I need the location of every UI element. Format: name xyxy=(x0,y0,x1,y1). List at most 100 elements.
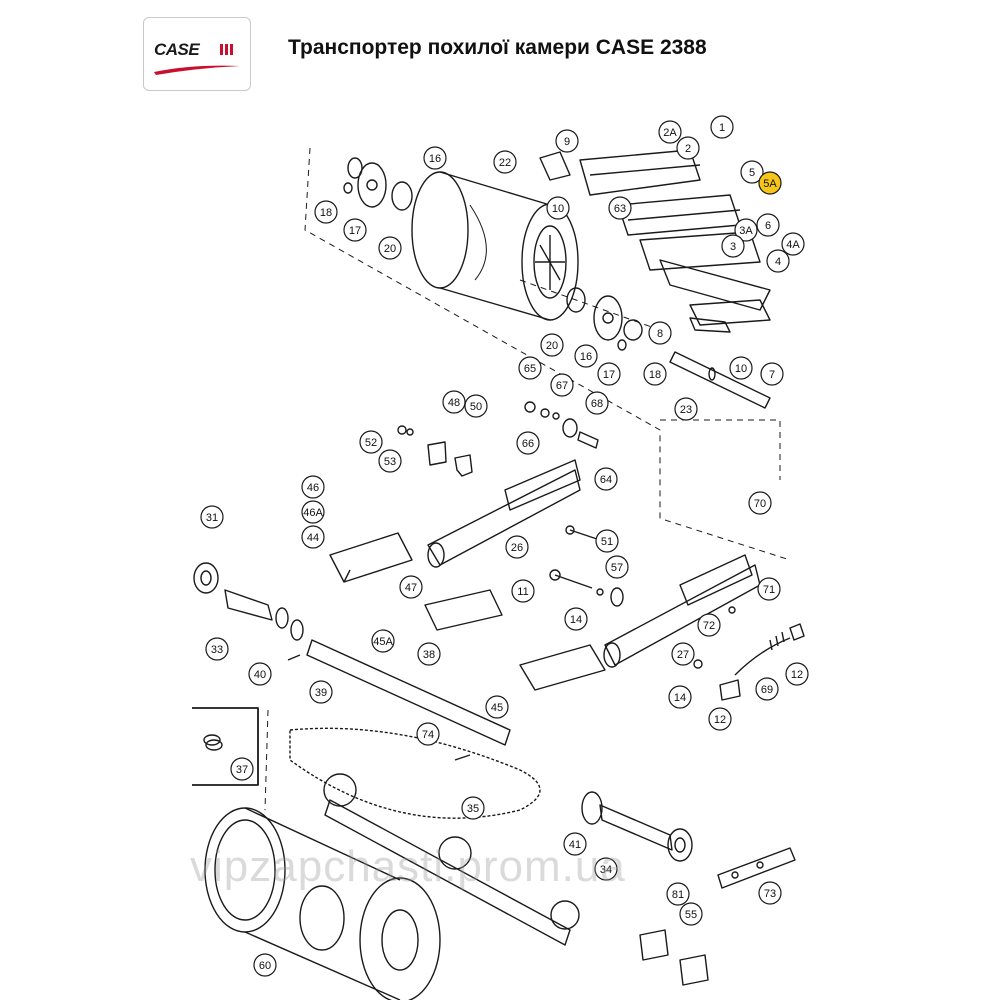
callout-c27: 27 xyxy=(671,642,695,666)
callout-circle xyxy=(710,115,734,139)
callout-circle xyxy=(785,662,809,686)
callout-label: 17 xyxy=(349,225,361,237)
callout-circle xyxy=(756,213,780,237)
callout-circle xyxy=(485,695,509,719)
upper-drum xyxy=(411,171,579,321)
callout-circle xyxy=(378,449,402,473)
callout-label: 38 xyxy=(423,649,435,661)
callout-label: 3 xyxy=(730,241,736,253)
callout-circle xyxy=(740,160,764,184)
callout-c12a: 12 xyxy=(785,662,809,686)
callout-c31: 31 xyxy=(200,505,224,529)
callout-c63: 63 xyxy=(608,196,632,220)
callout-label: 3A xyxy=(739,225,753,237)
callout-label: 18 xyxy=(320,207,332,219)
shaft-35 xyxy=(323,773,580,946)
callout-c2: 2 xyxy=(676,136,700,160)
callout-c3a: 3A xyxy=(734,218,758,242)
callout-label: 8 xyxy=(657,328,663,340)
callout-c81: 81 xyxy=(666,882,690,906)
callout-circle xyxy=(314,200,338,224)
callout-c11: 11 xyxy=(511,579,535,603)
callout-circle xyxy=(755,677,779,701)
callout-circle xyxy=(505,535,529,559)
callout-circle xyxy=(671,642,695,666)
callout-circle xyxy=(585,391,609,415)
callout-label: 66 xyxy=(522,438,534,450)
callout-c20b: 20 xyxy=(540,333,564,357)
callout-circle xyxy=(423,146,447,170)
callout-label: 53 xyxy=(384,456,396,468)
callout-label: 17 xyxy=(603,369,615,381)
callout-circle xyxy=(748,491,772,515)
plates-55 xyxy=(639,929,709,986)
callout-label: 70 xyxy=(754,498,766,510)
callout-circle xyxy=(697,613,721,637)
callout-c34: 34 xyxy=(594,857,618,881)
callout-c9: 9 xyxy=(555,129,579,153)
watermark: vipzapchasti.prom.ua xyxy=(190,842,626,891)
callout-circle xyxy=(594,467,618,491)
callout-c26: 26 xyxy=(505,535,529,559)
callout-c38: 38 xyxy=(417,642,441,666)
callout-label: 60 xyxy=(259,960,271,972)
plates-48-50 xyxy=(427,441,473,477)
callout-label: 65 xyxy=(524,363,536,375)
callout-c20a: 20 xyxy=(378,236,402,260)
callout-label: 5A xyxy=(763,178,777,190)
callout-c68: 68 xyxy=(585,391,609,415)
callout-label: 46A xyxy=(303,507,323,519)
callout-circle xyxy=(679,902,703,926)
callout-circle xyxy=(253,953,277,977)
callout-c45a: 45A xyxy=(371,629,395,653)
callout-circle xyxy=(643,362,667,386)
callout-c55: 55 xyxy=(679,902,703,926)
callout-c22: 22 xyxy=(493,150,517,174)
callout-circle xyxy=(555,129,579,153)
callout-c5: 5 xyxy=(740,160,764,184)
callout-circle xyxy=(674,397,698,421)
callout-circle xyxy=(359,430,383,454)
callout-label: 31 xyxy=(206,512,218,524)
callout-circle xyxy=(309,680,333,704)
callout-circle xyxy=(760,362,784,386)
callout-c4: 4 xyxy=(766,249,790,273)
callout-circle xyxy=(594,857,618,881)
callout-circle xyxy=(721,234,745,258)
callout-c35: 35 xyxy=(461,796,485,820)
callout-label: 63 xyxy=(614,203,626,215)
spring-69 xyxy=(693,606,805,701)
callout-c45: 45 xyxy=(485,695,509,719)
callout-circle xyxy=(511,579,535,603)
page-title: Транспортер похилої камери CASE 2388 xyxy=(288,36,707,59)
callout-circle xyxy=(546,196,570,220)
callout-circle xyxy=(708,707,732,731)
callout-circle xyxy=(516,431,540,455)
callout-circle xyxy=(658,120,682,144)
chain-73 xyxy=(717,847,796,889)
callout-label: 68 xyxy=(591,398,603,410)
callout-c46: 46 xyxy=(301,475,325,499)
callout-label: 44 xyxy=(307,532,319,544)
callout-circle xyxy=(564,607,588,631)
callout-label: 16 xyxy=(429,153,441,165)
callout-circle xyxy=(729,356,753,380)
callout-circle xyxy=(461,796,485,820)
lower-drum xyxy=(204,807,441,1000)
callout-circle xyxy=(595,529,619,553)
callout-label: 69 xyxy=(761,684,773,696)
plate-44 xyxy=(329,532,413,583)
arm-26 xyxy=(427,459,581,568)
callout-label: 20 xyxy=(546,340,558,352)
callout-c69: 69 xyxy=(755,677,779,701)
callout-c46a: 46A xyxy=(301,500,325,524)
callout-label: 18 xyxy=(649,369,661,381)
callout-c57: 57 xyxy=(605,555,629,579)
callout-circle xyxy=(734,218,758,242)
callout-circle xyxy=(676,136,700,160)
callout-c71: 71 xyxy=(757,577,781,601)
callout-circle xyxy=(540,333,564,357)
callout-circle xyxy=(493,150,517,174)
callout-label: 45A xyxy=(373,636,393,648)
